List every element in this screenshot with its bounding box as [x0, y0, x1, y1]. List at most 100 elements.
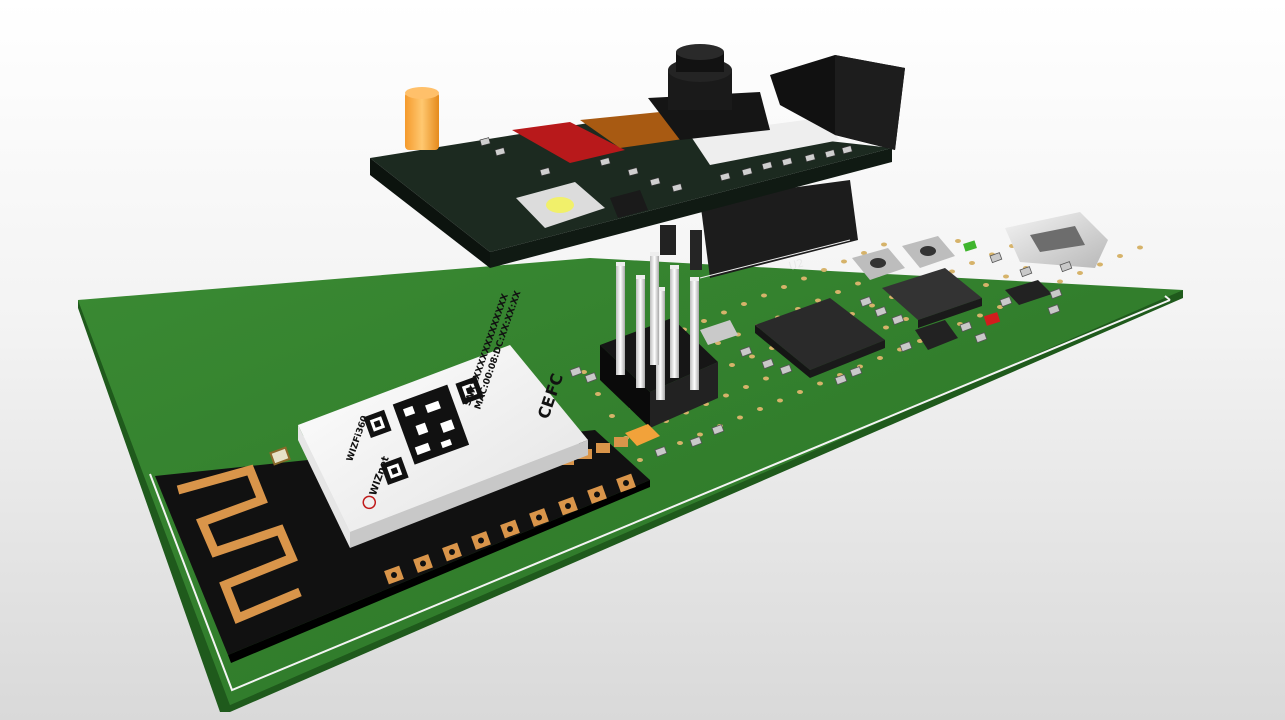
smd-passive: [739, 346, 753, 358]
smd-passive: [761, 161, 773, 171]
via: [763, 376, 769, 381]
wifi-module: MAC:00:08:DC:XX:XX:XX SNXXXXXXXXXXXXXXX …: [155, 290, 650, 663]
regulator-chip: [915, 320, 958, 350]
smd-passive: [834, 374, 848, 386]
via: [869, 303, 875, 308]
via: [609, 414, 615, 418]
qr-code: [363, 376, 484, 485]
header-pin: [690, 280, 699, 390]
via: [721, 310, 727, 315]
smd-passive: [1019, 266, 1033, 278]
smd-passive: [479, 137, 491, 147]
mcu-chip: [755, 298, 885, 370]
via: [697, 432, 703, 437]
smd-passive: [841, 145, 853, 155]
header-pin: [670, 268, 679, 378]
smd-passive: [761, 358, 775, 370]
smd-passive: [824, 149, 836, 159]
led-red: [983, 312, 1001, 326]
smd-passive: [494, 147, 506, 157]
via: [1097, 262, 1103, 267]
via: [841, 259, 847, 264]
via: [781, 285, 787, 289]
ic-small: [1005, 280, 1052, 305]
wiznet-logo-icon: [362, 495, 377, 510]
smd-passive: [627, 167, 639, 177]
smd-passive: [781, 157, 793, 167]
via: [677, 441, 683, 445]
smd-passive: [974, 332, 988, 344]
smd-passive: [804, 153, 816, 163]
smd-passive: [891, 314, 905, 326]
via: [1057, 279, 1063, 284]
via: [877, 356, 883, 360]
via: [637, 458, 643, 462]
via: [955, 239, 961, 243]
smd-passive: [849, 366, 863, 378]
smd-passive: [779, 364, 793, 376]
via: [883, 325, 889, 330]
button-1: [852, 248, 905, 280]
flash-chip: [882, 268, 982, 320]
smd-passive: [711, 424, 725, 436]
camera-board: U2: [370, 44, 905, 279]
smd-passive: [999, 296, 1013, 308]
smd-passive: [719, 172, 731, 182]
camera-button: [516, 182, 605, 228]
via: [749, 354, 755, 359]
components: [569, 212, 1108, 458]
via: [881, 242, 887, 247]
via: [761, 293, 767, 298]
flex-connector: [512, 122, 625, 163]
via: [1137, 245, 1143, 250]
via: [801, 276, 807, 281]
via: [729, 363, 735, 367]
via: [737, 415, 743, 420]
crystal: [700, 320, 738, 345]
via: [1003, 274, 1009, 279]
tantalum-cap: [625, 424, 660, 446]
smd-passive: [569, 366, 583, 378]
camera-module: [648, 44, 770, 140]
smd-passive: [689, 436, 703, 448]
shield-can: MAC:00:08:DC:XX:XX:XX SNXXXXXXXXXXXXXXX …: [298, 290, 588, 548]
smd-passive: [599, 157, 611, 167]
via: [757, 407, 763, 411]
via: [997, 305, 1003, 309]
smd-passive: [741, 167, 753, 177]
castellated-pads: [384, 437, 636, 585]
via: [1117, 254, 1123, 258]
via: [581, 370, 587, 374]
smd-passive: [959, 321, 973, 333]
via: [701, 319, 707, 323]
pad: [596, 443, 610, 453]
via: [817, 381, 823, 386]
smd-passive: [1059, 261, 1073, 273]
via: [835, 290, 841, 294]
smd-passive: [654, 446, 668, 458]
smd-passive: [649, 177, 661, 187]
smd-passive: [671, 183, 683, 193]
via: [1077, 271, 1083, 275]
via: [777, 398, 783, 403]
smd-passive: [1047, 304, 1061, 316]
module-led: [269, 446, 291, 466]
header-pin: [616, 265, 625, 375]
via: [977, 313, 983, 318]
via: [969, 261, 975, 265]
via: [723, 393, 729, 398]
u2-label: U2: [787, 256, 805, 272]
header-pin: [650, 255, 659, 365]
smd-passive: [874, 306, 888, 318]
camera-ic: [610, 190, 648, 218]
via: [855, 281, 861, 286]
via: [741, 302, 747, 306]
via: [903, 317, 909, 321]
header-pin: [656, 290, 665, 400]
header-pin: [636, 278, 645, 388]
smd-passive: [539, 167, 551, 177]
led-green: [963, 240, 977, 252]
dc-jack: [770, 55, 905, 150]
